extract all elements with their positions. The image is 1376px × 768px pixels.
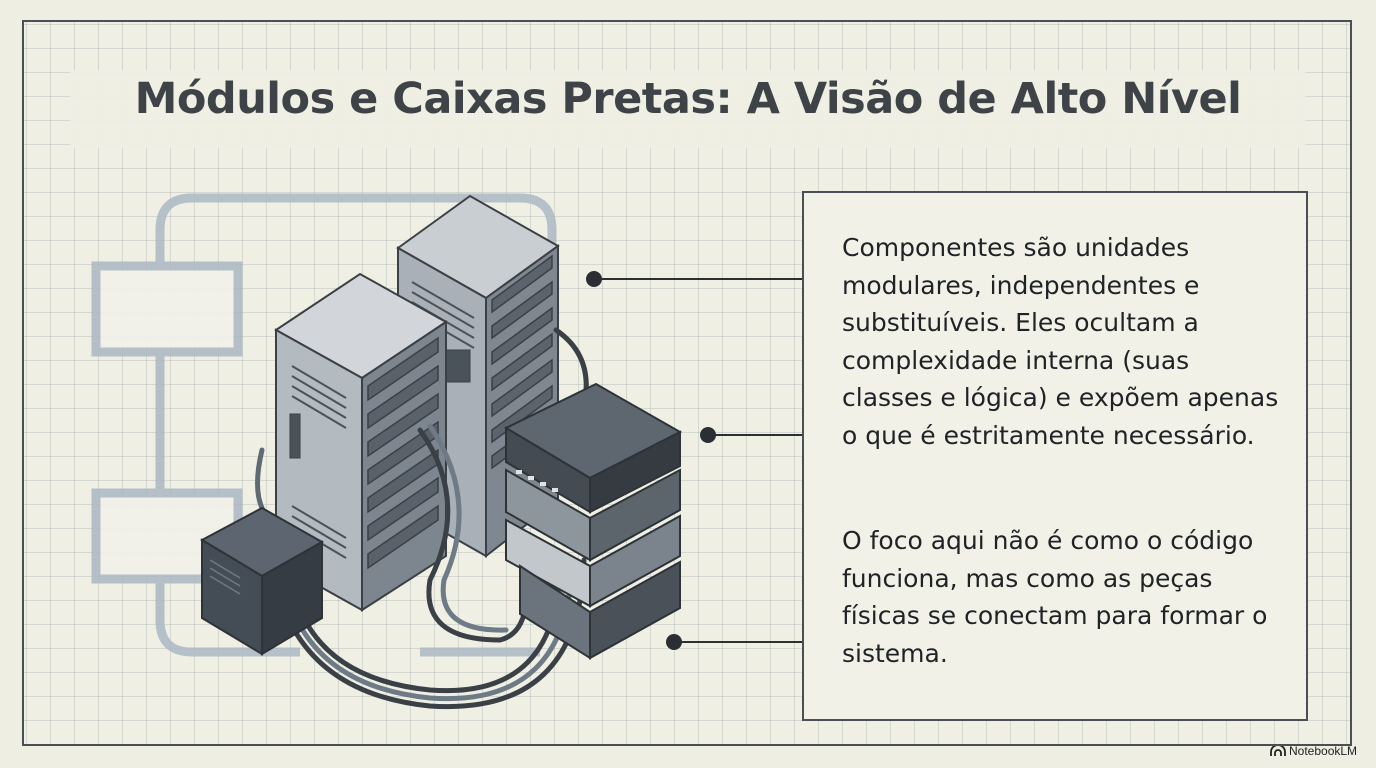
connector-dot xyxy=(666,634,682,650)
description-paragraph-2: O foco aqui não é como o código funciona… xyxy=(842,526,1268,668)
description-paragraph-1: Componentes são unidades modulares, inde… xyxy=(842,233,1279,450)
connector-dot xyxy=(586,271,602,287)
page-title: Módulos e Caixas Pretas: A Visão de Alto… xyxy=(134,74,1242,124)
notebooklm-brand: NotebookLM xyxy=(1270,744,1357,758)
power-unit-icon xyxy=(199,506,325,656)
title-band xyxy=(70,70,1306,148)
description-box xyxy=(802,191,1308,721)
brand-label: NotebookLM xyxy=(1289,744,1358,758)
connector-dot xyxy=(700,427,716,443)
connector-lines xyxy=(594,278,803,643)
server-rack-front-icon xyxy=(274,272,448,612)
network-switch-icon xyxy=(503,382,683,660)
notebooklm-logo-icon xyxy=(1270,745,1286,756)
